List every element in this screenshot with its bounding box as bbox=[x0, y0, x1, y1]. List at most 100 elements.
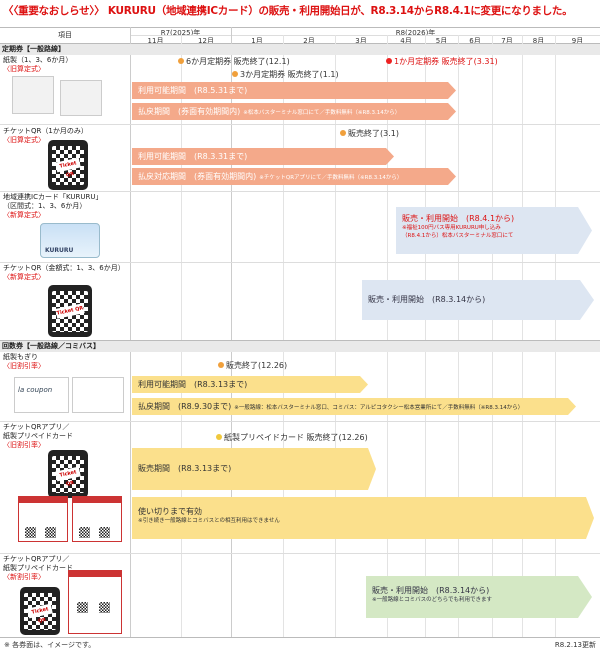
row-label-line: 紙製プリペイドカード bbox=[3, 564, 73, 572]
qr-icon bbox=[45, 527, 56, 538]
kururu-card-label: KURURU bbox=[45, 247, 74, 254]
prepaid-card-image bbox=[72, 496, 122, 542]
yellow-dot-icon bbox=[216, 434, 222, 440]
table-bottom-border bbox=[0, 637, 600, 638]
section-kaisu: 回数券【一般路線／コミバス】 bbox=[0, 341, 600, 352]
bar-text: 販売・利用開始 (R8.4.1から) bbox=[402, 214, 515, 223]
header-month: 8月 bbox=[532, 37, 545, 45]
event-1month-end: 1か月定期券 販売終了(3.31) bbox=[386, 56, 498, 67]
bar-sales-period-r6: 販売期間 (R8.3.13まで) bbox=[132, 448, 376, 490]
event-prepaid-end: 紙製プリペイドカード 販売終了(12.26) bbox=[216, 432, 368, 443]
qr-icon bbox=[99, 527, 110, 538]
header-month: 1月 bbox=[251, 37, 263, 45]
row-label-formula: 〈新算定式〉 bbox=[3, 273, 45, 281]
bar-text: 払戻対応期間 (券面有効期間内) bbox=[138, 172, 257, 181]
header-month: 4月 bbox=[400, 37, 412, 45]
red-dot-icon bbox=[386, 58, 392, 64]
event-paper-end: 販売終了(12.26) bbox=[218, 360, 287, 371]
row-kururu-label: 地域連携ICカード「KURURU」 （区間式：1、3、6か月） 〈新算定式〉 bbox=[3, 193, 102, 220]
row-label-line: 紙製プリペイドカード bbox=[3, 432, 73, 440]
row-divider bbox=[0, 262, 600, 263]
orange-dot-icon bbox=[178, 58, 184, 64]
event-text: 紙製プリペイドカード 販売終了(12.26) bbox=[224, 433, 368, 442]
header-year-r8: R8(2026)年 bbox=[395, 29, 436, 37]
bar-text: 払戻期間 (券面有効期間内) bbox=[138, 107, 241, 116]
grid-line bbox=[458, 35, 459, 637]
row-label-line: チケットQRアプリ／ bbox=[3, 423, 70, 431]
bar-text: 販売・利用開始 (R8.3.14から) bbox=[372, 586, 490, 595]
card-header bbox=[69, 571, 121, 577]
bar-refund-period-r2: 払戻対応期間 (券面有効期間内)※チケットQRアプリにて／手数料無料（※R8.3… bbox=[132, 168, 456, 185]
header-item-label: 項目 bbox=[58, 31, 72, 39]
bar-note: （R8.4.1から）松本バスターミナル窓口にて bbox=[402, 233, 514, 239]
bar-usage-period-r5: 利用可能期間 (R8.3.13まで) bbox=[132, 376, 368, 393]
event-text: 1か月定期券 販売終了(3.31) bbox=[394, 57, 498, 66]
header-top-border bbox=[0, 27, 600, 28]
header-year-r7: R7(2025)年 bbox=[160, 29, 201, 37]
event-text: 販売終了(3.1) bbox=[348, 129, 399, 138]
paper-coupon-image bbox=[72, 377, 124, 413]
row-paper-teiki-label: 紙製（1、3、6か月） 〈旧算定式〉 bbox=[3, 56, 72, 74]
prepaid-card-image bbox=[18, 496, 68, 542]
row-prepaid-new-label: チケットQRアプリ／ 紙製プリペイドカード 〈新割引率〉 bbox=[3, 555, 73, 582]
bar-note: ※松本バスターミナル窓口にて／手数料無料（※R8.3.14から） bbox=[243, 110, 401, 116]
header-month: 11月 bbox=[147, 37, 164, 45]
row-label-formula: 〈新割引率〉 bbox=[3, 573, 45, 581]
grid-line bbox=[555, 35, 556, 637]
bar-note: ※引き続き一般路線とコミバスとの相互利用はできません bbox=[138, 518, 280, 524]
orange-dot-icon bbox=[218, 362, 224, 368]
paper-teiki-image bbox=[12, 76, 54, 114]
prepaid-card-image bbox=[68, 570, 122, 634]
row-divider bbox=[0, 340, 600, 341]
event-qr-end: 販売終了(3.1) bbox=[340, 128, 399, 139]
bar-refund-period-r1: 払戻期間 (券面有効期間内)※松本バスターミナル窓口にて／手数料無料（※R8.3… bbox=[132, 103, 456, 120]
row-label-line: チケットQR（金額式：1、3、6か月） bbox=[3, 264, 125, 272]
event-text: 6か月定期券 販売終了(12.1) bbox=[186, 57, 290, 66]
grid-line bbox=[335, 35, 336, 637]
ticket-qr-phone-image: Ticket QR bbox=[48, 285, 92, 337]
header-month: 6月 bbox=[469, 37, 481, 45]
header-month: 12月 bbox=[198, 37, 214, 45]
grid-line bbox=[387, 35, 388, 637]
grid-line bbox=[522, 35, 523, 637]
row-label-line: 地域連携ICカード「KURURU」 bbox=[3, 193, 103, 201]
bar-refund-period-r5: 払戻期間 (R8.9.30まで)※一般路線：松本バスターミナル窓口、コミバス：ア… bbox=[132, 398, 576, 415]
card-header bbox=[73, 497, 121, 503]
header-month: 7月 bbox=[501, 37, 513, 45]
grid-line bbox=[231, 27, 232, 637]
paper-teiki-image bbox=[60, 80, 102, 116]
row-divider bbox=[0, 421, 600, 422]
header-month: 9月 bbox=[571, 37, 584, 45]
row-divider bbox=[0, 553, 600, 554]
row-label-formula: 〈旧割引率〉 bbox=[3, 441, 45, 449]
event-text: 3か月定期券 販売終了(1.1) bbox=[240, 70, 339, 79]
card-header bbox=[19, 497, 67, 503]
row-label-line: （区間式：1、3、6か月） bbox=[3, 202, 87, 210]
event-6month-end: 6か月定期券 販売終了(12.1) bbox=[178, 56, 290, 67]
event-3month-end: 3か月定期券 販売終了(1.1) bbox=[232, 69, 339, 80]
header-month: 3月 bbox=[355, 37, 367, 45]
orange-dot-icon bbox=[340, 130, 346, 136]
row-qr-new-label: チケットQR（金額式：1、3、6か月） 〈新算定式〉 bbox=[3, 264, 125, 282]
header-bottom-border bbox=[0, 43, 600, 44]
row-label-formula: 〈新算定式〉 bbox=[3, 211, 45, 219]
row-label-line: 紙製もぎり bbox=[3, 353, 38, 361]
qr-icon bbox=[99, 602, 110, 613]
row-label-line: チケットQRアプリ／ bbox=[3, 555, 70, 563]
footer-updated: R8.2.13更新 bbox=[554, 641, 596, 649]
bar-note: ※一般路線：松本バスターミナル窓口、コミバス：アルピコタクシー松本営業所にて／手… bbox=[234, 405, 524, 411]
bar-kururu-start: 販売・利用開始 (R8.4.1から) ※福祉100円バス専用KURURU申し込み… bbox=[396, 207, 592, 254]
bar-note: ※チケットQRアプリにて／手数料無料（※R8.3.14から） bbox=[259, 175, 403, 181]
bar-usage-period-r1: 利用可能期間 (R8.5.31まで) bbox=[132, 82, 456, 99]
coupon-label: la coupon bbox=[18, 386, 53, 394]
row-paper-kaisu-label: 紙製もぎり 〈旧割引率〉 bbox=[3, 353, 45, 371]
orange-dot-icon bbox=[232, 71, 238, 77]
row-label-line: チケットQR（1か月のみ） bbox=[3, 127, 88, 135]
footer-note: ※ 各券面は、イメージです。 bbox=[4, 641, 96, 649]
bar-text: 使い切りまで有効 bbox=[138, 507, 202, 516]
row-label-formula: 〈旧割引率〉 bbox=[3, 362, 45, 370]
row-label-line: 紙製（1、3、6か月） bbox=[3, 56, 73, 64]
header-mid-border bbox=[130, 35, 600, 36]
bar-qr-new-start: 販売・利用開始 (R8.3.14から) bbox=[362, 280, 594, 320]
grid-line bbox=[130, 27, 131, 637]
